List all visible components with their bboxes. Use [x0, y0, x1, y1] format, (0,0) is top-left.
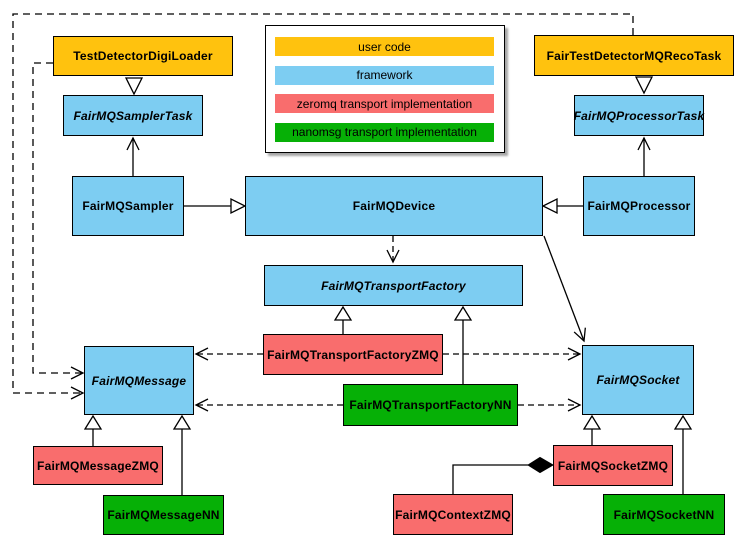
- node-label: FairMQSampler: [82, 199, 174, 213]
- edge-messagezmq-inherits-message: [83, 414, 103, 446]
- node-label: FairMQSocket: [596, 373, 680, 387]
- edge-factoryzmq-inherits-transportfactory: [333, 305, 353, 334]
- node-fairmqprocessor: FairMQProcessor: [583, 176, 695, 236]
- edge-factorynn-inherits-transportfactory: [453, 305, 473, 384]
- node-label: FairMQContextZMQ: [395, 507, 511, 522]
- node-fairmqdevice: FairMQDevice: [245, 176, 543, 236]
- node-fairmqtransportfactorynn: FairMQTransportFactoryNN: [343, 384, 518, 426]
- node-label: FairMQSocketNN: [613, 507, 715, 522]
- node-label: FairMQMessageNN: [107, 508, 220, 522]
- node-label: FairMQMessage: [91, 373, 187, 388]
- node-label: FairMQSocketZMQ: [557, 458, 669, 473]
- node-fairmqsamplertask: FairMQSamplerTask: [63, 95, 203, 136]
- node-label: FairMQProcessor: [587, 199, 691, 213]
- node-fairmqsocketzmq: FairMQSocketZMQ: [553, 445, 673, 486]
- node-label: FairMQTransportFactoryZMQ: [267, 347, 439, 362]
- legend-item-zeromq: zeromq transport implementation: [275, 94, 494, 114]
- node-fairmqtransportfactory: FairMQTransportFactory: [264, 265, 523, 306]
- edge-socketzmq-inherits-socket: [582, 414, 602, 445]
- node-label: FairMQDevice: [352, 199, 436, 213]
- edge-recotask-inherits-processortask: [634, 76, 654, 95]
- edge-digiloader-inherits-samplertask: [124, 77, 144, 96]
- legend-label-framework: framework: [356, 68, 413, 83]
- edge-device-uses-socket: [543, 235, 586, 343]
- node-label: FairTestDetectorMQRecoTask: [546, 48, 722, 63]
- node-label: FairMQMessageZMQ: [37, 458, 159, 473]
- node-label: TestDetectorDigiLoader: [73, 49, 213, 63]
- legend-item-framework: framework: [275, 65, 494, 85]
- node-fairmqmessage: FairMQMessage: [84, 346, 194, 415]
- node-label: FairMQSamplerTask: [73, 108, 193, 123]
- node-fairmqtransportfactoryzmq: FairMQTransportFactoryZMQ: [263, 334, 443, 375]
- legend-label-nanomsg: nanomsg transport implementation: [292, 125, 477, 140]
- node-fairmqsampler: FairMQSampler: [72, 176, 184, 236]
- node-fairtestdetectormqrecotask: FairTestDetectorMQRecoTask: [534, 35, 734, 76]
- legend-item-user-code: user code: [275, 37, 494, 56]
- edge-processor-inherits-device: [541, 197, 583, 215]
- edge-socketzmq-composed-of-contextzmq: [452, 456, 555, 494]
- edge-sampler-inherits-device: [184, 197, 247, 215]
- node-fairmqmessagezmq: FairMQMessageZMQ: [33, 446, 163, 485]
- node-fairmqsocket: FairMQSocket: [582, 345, 694, 415]
- legend: user code framework zeromq transport imp…: [265, 25, 505, 153]
- edge-messagenn-inherits-message: [172, 414, 192, 495]
- node-fairmqmessagenn: FairMQMessageNN: [103, 495, 224, 535]
- legend-label-user-code: user code: [358, 39, 411, 54]
- node-fairmqcontextzmq: FairMQContextZMQ: [393, 494, 513, 535]
- node-label: FairMQProcessorTask: [573, 108, 705, 123]
- edge-socketnn-inherits-socket: [673, 414, 693, 494]
- node-label: FairMQTransportFactoryNN: [349, 398, 512, 412]
- node-fairmqprocessortask: FairMQProcessorTask: [574, 95, 704, 136]
- node-fairmqsocketnn: FairMQSocketNN: [603, 494, 725, 535]
- legend-label-zeromq: zeromq transport implementation: [296, 96, 473, 111]
- node-testdetectordigiloader: TestDetectorDigiLoader: [53, 36, 233, 76]
- legend-item-nanomsg: nanomsg transport implementation: [275, 122, 494, 142]
- node-label: FairMQTransportFactory: [321, 278, 466, 293]
